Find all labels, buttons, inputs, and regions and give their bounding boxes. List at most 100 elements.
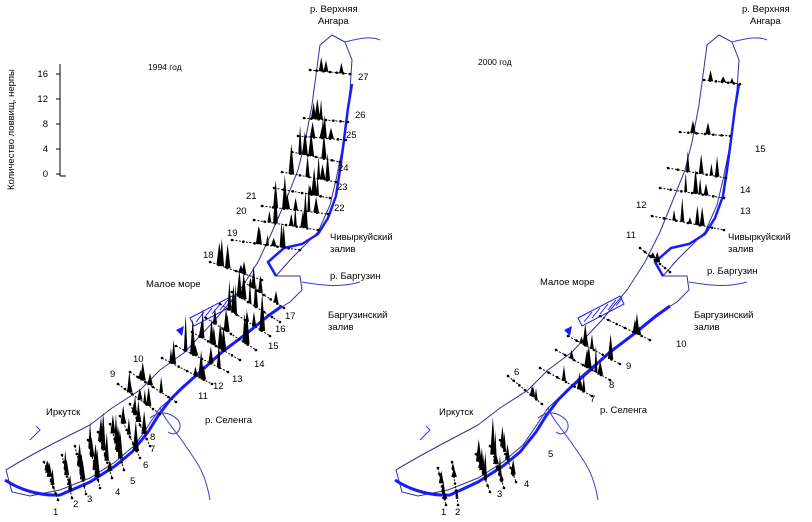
section-numbers-2000: 1 2 3 4 5 6 7 8 9 10 11 12 13 14 15: [441, 144, 766, 518]
selenga-delta-2000: [537, 412, 569, 435]
transect: [260, 174, 330, 216]
scale-tick-label: 16: [37, 69, 48, 80]
transect: [230, 270, 282, 324]
section-number: 21: [246, 191, 257, 202]
transect: [128, 361, 178, 404]
section-number: 13: [740, 206, 751, 217]
transects-2000: [436, 70, 742, 507]
lake-outline-1994: [5, 34, 353, 497]
shoreline-2000: [394, 304, 671, 497]
transect: [474, 438, 492, 494]
irkutsk-label-2000: Иркутск: [439, 407, 474, 418]
seal-count-scale: 0 4 8 12 16 Количество ловвищ, нерпы: [6, 64, 66, 190]
transect: [128, 395, 152, 448]
section-number: 19: [227, 228, 238, 239]
barguzin-river-label-2000: р. Баргузин: [707, 266, 758, 277]
angara-outlet-2000: [419, 425, 431, 441]
transect: [538, 365, 594, 398]
upper-angara-label-2000-line2: Ангара: [750, 16, 781, 27]
transect: [498, 426, 518, 484]
maloe-more-label-2000: Малое море: [540, 277, 595, 288]
shoreline-1994: [4, 304, 283, 497]
selenga-label-2000: р. Селенга: [600, 405, 648, 416]
section-number: 27: [358, 72, 369, 83]
section-number: 23: [337, 182, 348, 193]
upper-angara-label-1994: р. Верхняя: [310, 4, 358, 15]
transect: [272, 167, 332, 200]
section-number: 5: [548, 449, 553, 460]
transect: [86, 421, 102, 490]
section-number: 15: [755, 144, 766, 155]
transect: [296, 114, 348, 142]
lake-outline-2000: [395, 34, 740, 497]
maloe-more-hatch-2000: [564, 295, 625, 336]
section-number: 8: [609, 380, 614, 391]
transect: [666, 150, 728, 180]
transect: [118, 405, 142, 460]
section-number: 10: [676, 339, 687, 350]
transect: [42, 460, 60, 502]
section-number: 17: [285, 311, 296, 322]
upper-angara-river-2000: [731, 37, 768, 43]
right-map-2000: 2000 год р. Верхняя Ангара Чивыркуйский …: [394, 4, 791, 518]
section-number: 9: [110, 369, 115, 380]
transect: [566, 323, 622, 366]
transect: [598, 312, 652, 342]
transect: [658, 169, 726, 200]
scale-axis-title: Количество ловвищ, нерпы: [6, 69, 17, 190]
section-number: 6: [143, 460, 148, 471]
transect: [108, 413, 126, 472]
section-number: 8: [150, 432, 155, 443]
transect: [488, 416, 506, 490]
maloe-more-label-1994: Малое море: [146, 279, 201, 290]
transect: [280, 143, 338, 184]
barguzin-bay-label-1994: Баргузинский: [328, 310, 387, 321]
section-number: 4: [115, 487, 120, 498]
section-number: 3: [87, 494, 92, 505]
section-number: 12: [213, 381, 224, 392]
transect: [116, 370, 162, 416]
section-number: 22: [334, 203, 345, 214]
barguzin-river-label-1994: р. Баргузин: [330, 271, 381, 282]
transects-1994: [42, 57, 352, 502]
section-number: 24: [338, 163, 349, 174]
barguzin-river-2000: [688, 281, 748, 286]
chivyrkuy-label-2000: Чивыркуйский: [728, 232, 791, 243]
transect: [554, 344, 612, 382]
transect: [290, 125, 342, 164]
scale-tick-label: 4: [43, 144, 48, 155]
transect: [96, 411, 114, 480]
transect: [73, 443, 88, 496]
section-number: 14: [740, 185, 751, 196]
section-number: 25: [346, 130, 357, 141]
east-shore-1994: [266, 83, 354, 277]
section-number: 10: [133, 354, 144, 365]
barguzin-bay-label-2000: Баргузинский: [694, 310, 753, 321]
transect: [160, 339, 214, 386]
transect: [436, 466, 448, 507]
section-number: 7: [590, 394, 595, 405]
upper-angara-river-1994: [344, 37, 381, 43]
upper-angara-label-2000: р. Верхняя: [742, 4, 790, 15]
section-number: 5: [130, 476, 135, 487]
transect: [60, 449, 74, 500]
transect: [450, 460, 460, 507]
section-number: 14: [254, 359, 265, 370]
selenga-river-1994: [159, 407, 211, 501]
year-label-2000: 2000 год: [478, 57, 512, 67]
section-number: 4: [524, 479, 529, 490]
section-number: 16: [275, 324, 286, 335]
barguzin-bay-label-2000-line2: залив: [694, 322, 720, 333]
transect: [650, 197, 726, 232]
transect: [702, 70, 742, 86]
section-number: 11: [626, 230, 636, 241]
section-number: 20: [236, 206, 247, 217]
transect: [242, 265, 286, 310]
section-number: 3: [497, 489, 502, 500]
transect: [506, 374, 544, 406]
chivyrkuy-label-1994-line2: залив: [330, 244, 356, 255]
transect: [678, 120, 732, 138]
section-numbers-1994: 1 2 3 4 5 6 7 8 9 10 11 12 13 14 15 16 1…: [53, 72, 369, 518]
section-number: 6: [514, 367, 519, 378]
